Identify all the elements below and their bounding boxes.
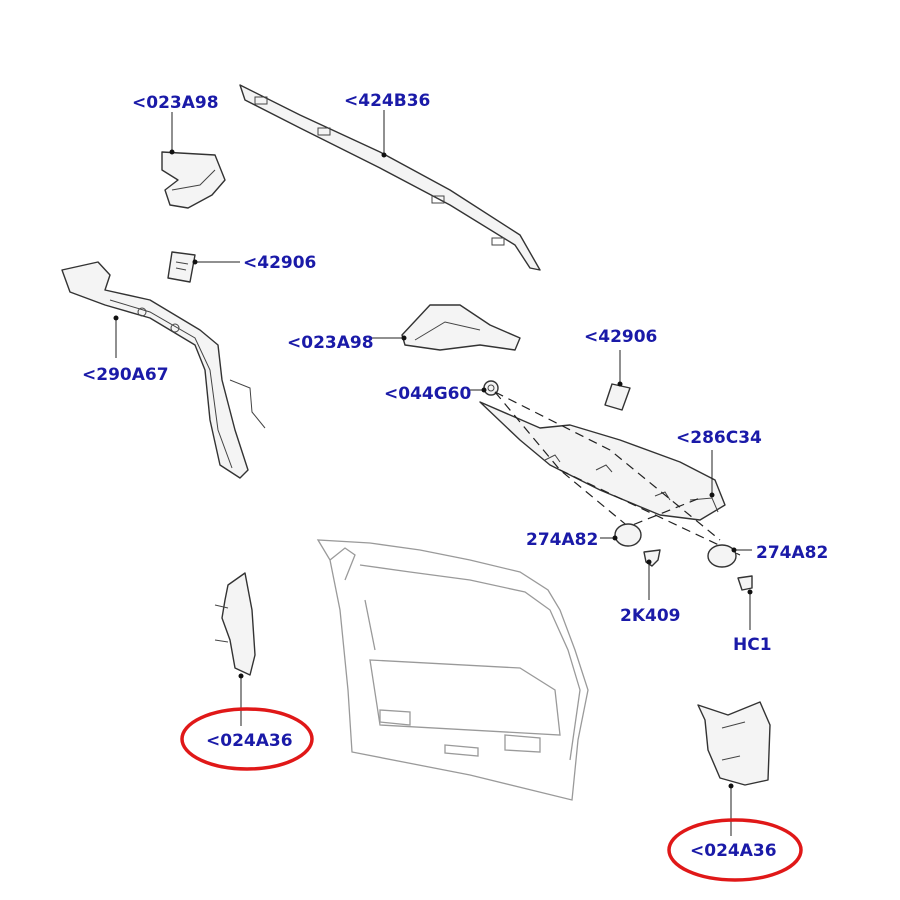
part-286C34[interactable] [479,401,726,521]
label-274A82-right[interactable]: 274A82 [756,543,828,563]
tailgate-door [316,539,589,801]
part-290A67[interactable] [61,261,266,479]
label-290A67[interactable]: <290A67 [82,365,169,385]
assembly-lines [494,391,741,556]
part-labels: <023A98 <424B36 <42906 <290A67 <023A98 <… [82,91,828,861]
label-044G60[interactable]: <044G60 [384,384,472,404]
highlight-circle-right [667,818,803,882]
label-024A36-left[interactable]: <024A36 [206,731,293,751]
label-2K409[interactable]: 2K409 [620,606,681,626]
highlight-circle-left [180,707,314,771]
part-274A82-right[interactable] [707,544,737,568]
label-274A82-left[interactable]: 274A82 [526,530,598,550]
part-024A36-left[interactable] [214,572,256,676]
part-42906-right[interactable] [604,383,631,411]
label-023A98-mid[interactable]: <023A98 [287,333,374,353]
part-42906-top[interactable] [167,251,196,283]
part-024A36-right[interactable] [697,701,771,786]
part-274A82-left[interactable] [614,523,642,547]
label-023A98-top[interactable]: <023A98 [132,93,219,113]
part-023A98-mid[interactable] [401,304,521,351]
part-424B36[interactable] [239,84,541,271]
part-023A98-top[interactable] [161,151,226,209]
label-024A36-right[interactable]: <024A36 [690,841,777,861]
label-42906-top[interactable]: <42906 [243,253,316,273]
part-HC1[interactable] [737,575,753,591]
label-42906-right[interactable]: <42906 [584,327,657,347]
label-424B36[interactable]: <424B36 [344,91,430,111]
label-HC1[interactable]: HC1 [733,635,772,655]
label-286C34[interactable]: <286C34 [676,428,762,448]
leader-lines [113,110,753,836]
part-2K409[interactable] [643,549,661,567]
